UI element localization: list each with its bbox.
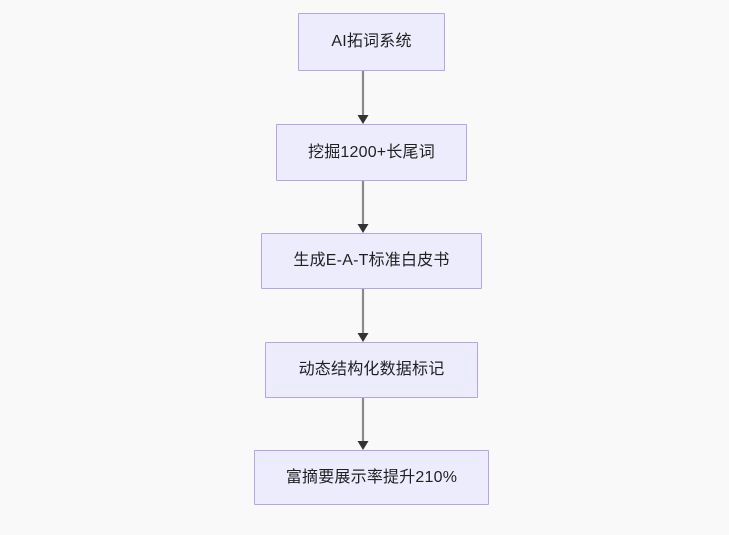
flowchart-node-ai-keyword-system[interactable]: AI拓词系统 [298, 13, 445, 71]
node-label: 动态结构化数据标记 [298, 361, 445, 378]
flowchart-arrow-connector [355, 181, 371, 233]
flowchart-node-dynamic-structured-data-markup[interactable]: 动态结构化数据标记 [265, 342, 478, 398]
node-label: 富摘要展示率提升210% [285, 468, 458, 486]
flowchart-arrow-connector [355, 71, 371, 124]
flowchart-arrow-connector [355, 289, 371, 342]
flowchart-node-generate-eat-whitepaper[interactable]: 生成E-A-T标准白皮书 [261, 233, 482, 289]
node-label: 生成E-A-T标准白皮书 [293, 252, 450, 269]
node-label: AI拓词系统 [331, 33, 412, 50]
flowchart-arrow-connector [355, 398, 371, 450]
node-label: 挖掘1200+长尾词 [308, 143, 435, 161]
flowchart-node-rich-snippet-impression-lift[interactable]: 富摘要展示率提升210% [254, 450, 489, 505]
flowchart-node-mine-longtail-keywords[interactable]: 挖掘1200+长尾词 [276, 124, 467, 181]
